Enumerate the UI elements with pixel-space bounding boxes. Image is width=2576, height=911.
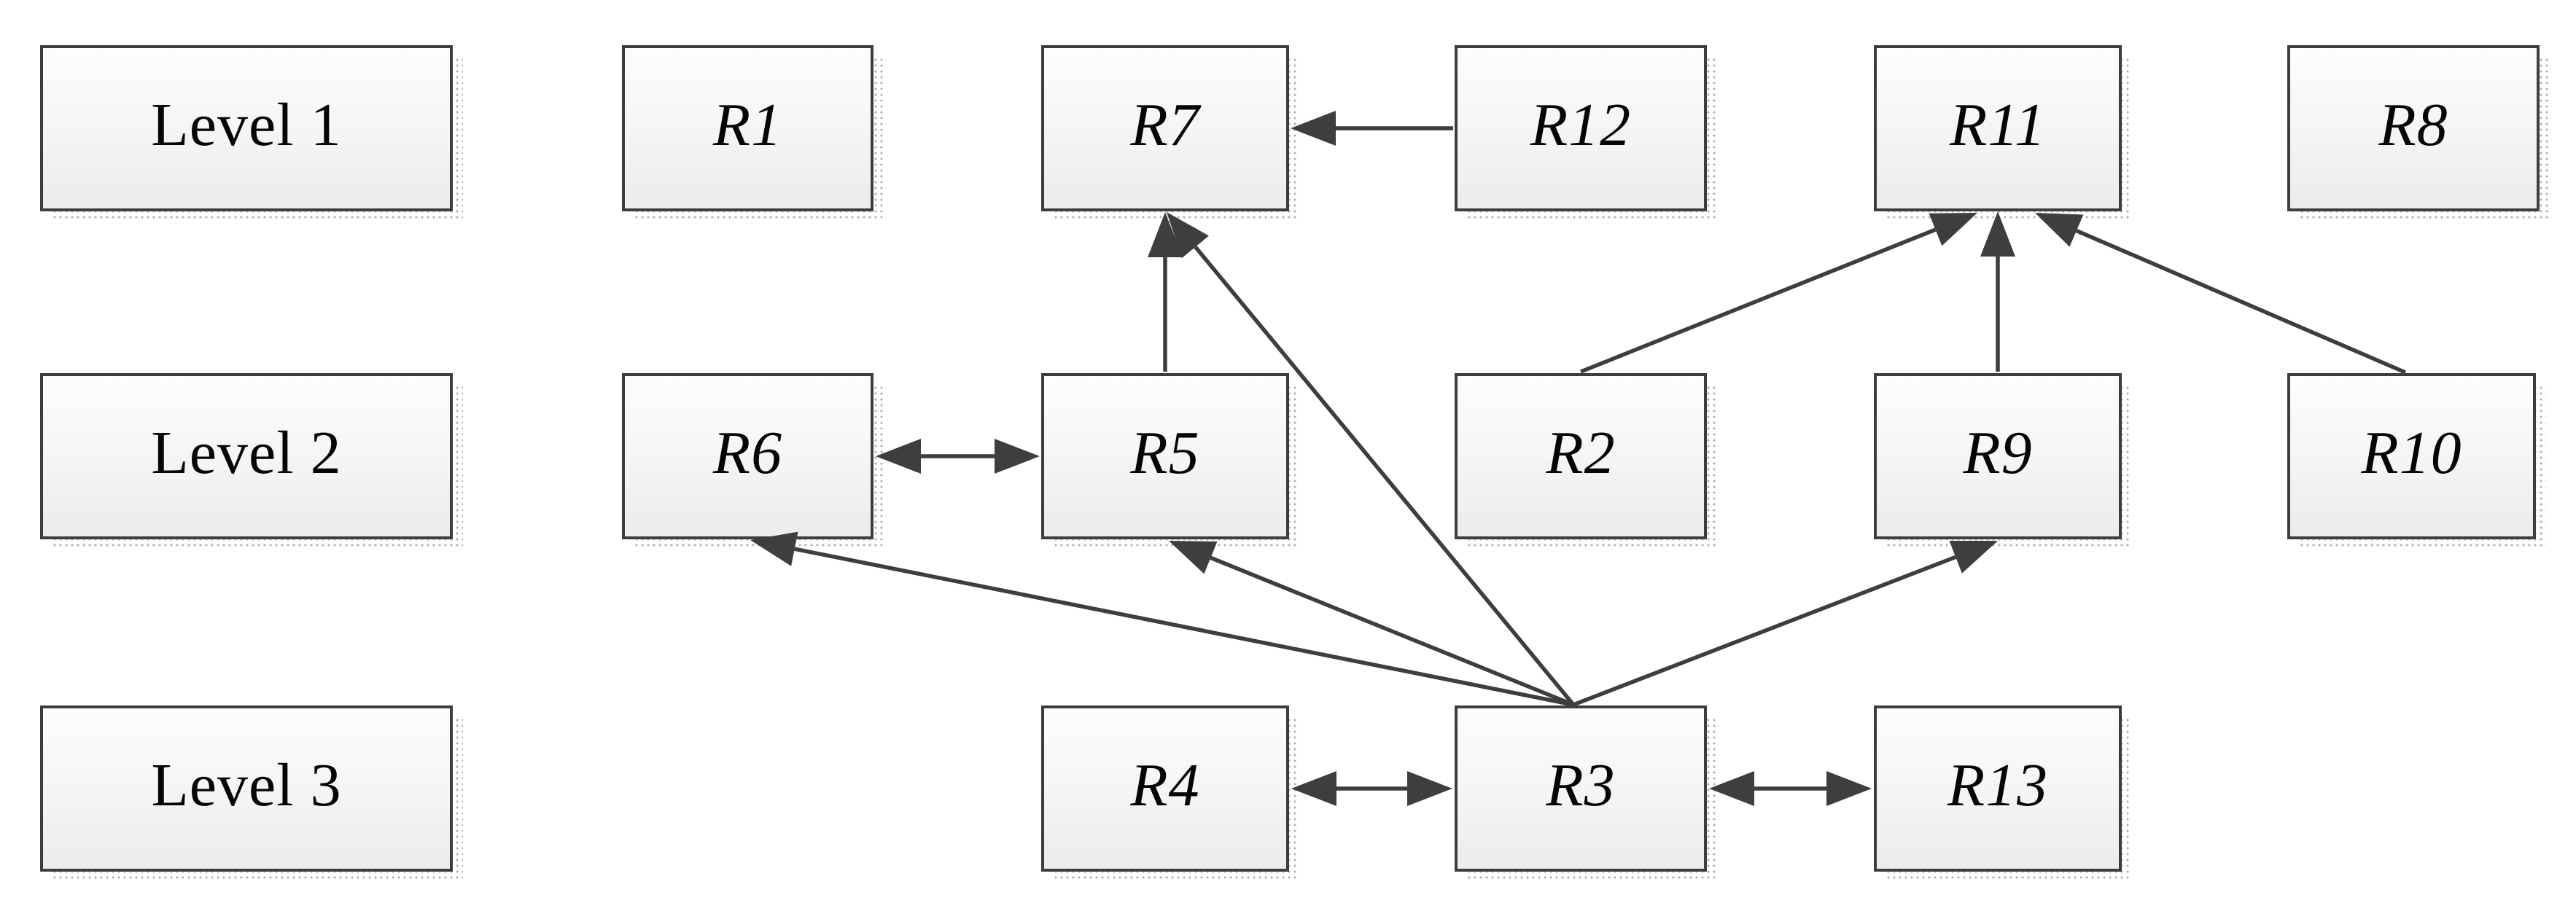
arrow-head-icon: [1291, 771, 1336, 806]
edge-r3-r9: [1573, 540, 1998, 707]
edge-r6-r5: [876, 439, 1040, 474]
node-r7: R7: [1041, 45, 1289, 211]
edge-r10-r11: [2035, 213, 2407, 375]
arrow-head-icon: [1167, 212, 1209, 259]
node-r13: R13: [1874, 705, 2122, 872]
arrow-head-icon: [1949, 540, 1998, 574]
edge-line: [1210, 555, 1575, 707]
node-r9: R9: [1874, 373, 2122, 539]
edge-r4-r3: [1291, 771, 1452, 806]
node-r5: R5: [1041, 373, 1289, 539]
node-label-r3: R3: [1546, 751, 1616, 819]
node-r10: R10: [2287, 373, 2536, 539]
edge-r3-r13: [1709, 771, 1872, 806]
edge-r9-r11: [1980, 211, 2015, 372]
edge-line: [2075, 229, 2407, 375]
arrow-head-icon: [1169, 541, 1218, 574]
arrow-head-icon: [876, 439, 921, 474]
arrow-head-icon: [995, 439, 1040, 474]
arrow-head-icon: [1148, 212, 1183, 257]
node-level2: Level 2: [40, 373, 453, 539]
node-label-level1: Level 1: [151, 91, 342, 159]
arrow-head-icon: [1291, 111, 1336, 146]
node-r1: R1: [622, 45, 873, 211]
node-r2: R2: [1455, 373, 1707, 539]
edge-r3-r6: [750, 531, 1574, 707]
arrow-head-icon: [1407, 771, 1452, 806]
node-r11: R11: [1874, 45, 2122, 211]
node-r12: R12: [1455, 45, 1707, 211]
arrow-head-icon: [1980, 211, 2015, 257]
node-label-r9: R9: [1963, 419, 2033, 487]
edge-line: [794, 547, 1574, 707]
node-label-r4: R4: [1130, 751, 1200, 819]
node-label-r7: R7: [1130, 91, 1200, 159]
node-label-r6: R6: [712, 419, 783, 487]
node-label-r13: R13: [1947, 751, 2049, 819]
node-level3: Level 3: [40, 705, 453, 872]
node-label-r1: R1: [712, 91, 783, 159]
node-level1: Level 1: [40, 45, 453, 211]
node-r4: R4: [1041, 705, 1289, 872]
arrow-head-icon: [750, 531, 798, 566]
arrow-head-icon: [2035, 213, 2084, 247]
node-label-level2: Level 2: [151, 419, 342, 487]
node-label-r12: R12: [1530, 91, 1632, 159]
node-r8: R8: [2287, 45, 2540, 211]
edge-r3-r7: [1167, 212, 1576, 706]
node-label-r5: R5: [1130, 419, 1200, 487]
edge-line: [1579, 227, 1937, 374]
node-r6: R6: [622, 373, 873, 539]
edge-r12-r7: [1291, 111, 1453, 146]
node-label-r10: R10: [2361, 419, 2462, 487]
arrow-head-icon: [1709, 771, 1754, 806]
node-label-level3: Level 3: [151, 751, 342, 819]
arrow-head-icon: [1929, 213, 1977, 246]
node-label-r11: R11: [1949, 91, 2047, 159]
arrow-head-icon: [1826, 771, 1872, 806]
node-r3: R3: [1455, 705, 1707, 872]
edge-r2-r11: [1579, 213, 1977, 374]
node-label-r8: R8: [2378, 91, 2448, 159]
edge-r5-r7: [1148, 212, 1183, 372]
edge-line: [1573, 555, 1957, 707]
edge-line: [1194, 246, 1576, 706]
edge-r3-r5: [1169, 541, 1575, 707]
node-label-r2: R2: [1546, 419, 1616, 487]
